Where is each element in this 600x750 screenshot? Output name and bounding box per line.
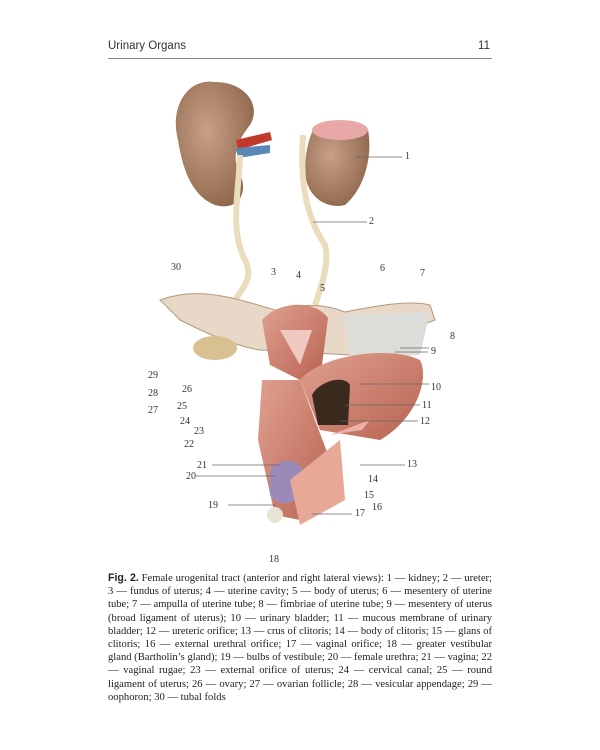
figure-label-27: 27 xyxy=(148,405,158,416)
figure-label-8: 8 xyxy=(450,331,455,342)
right-kidney xyxy=(305,121,370,206)
figure-label-19: 19 xyxy=(208,500,218,511)
figure-label-15: 15 xyxy=(364,490,374,501)
chapter-title: Urinary Organs xyxy=(108,40,186,52)
figure-label-11: 11 xyxy=(422,400,432,411)
figure-label-23: 23 xyxy=(194,426,204,437)
figure-label-12: 12 xyxy=(420,416,430,427)
figure-label-3: 3 xyxy=(271,267,276,278)
urogenital-drawing xyxy=(159,81,436,525)
page-number: 11 xyxy=(478,40,490,52)
figure-label-2: 2 xyxy=(369,216,374,227)
figure-label-26: 26 xyxy=(182,384,192,395)
figure-label-13: 13 xyxy=(407,459,417,470)
figure-label-17: 17 xyxy=(355,508,365,519)
figure-label-4: 4 xyxy=(296,270,301,281)
caption-text: Female urogenital tract (anterior and ri… xyxy=(108,573,492,703)
left-kidney xyxy=(175,81,254,207)
figure-label-18: 18 xyxy=(269,554,279,565)
figure-label-30: 30 xyxy=(171,262,181,273)
figure-label-14: 14 xyxy=(368,474,378,485)
figure-label-25: 25 xyxy=(177,401,187,412)
figure-label-29: 29 xyxy=(148,370,158,381)
figure-label-20: 20 xyxy=(186,471,196,482)
figure-label-28: 28 xyxy=(148,388,158,399)
figure-label-10: 10 xyxy=(431,382,441,393)
figure-label-16: 16 xyxy=(372,502,382,513)
running-header: Urinary Organs 11 xyxy=(108,40,492,59)
figure-caption: Fig. 2. Female urogenital tract (anterio… xyxy=(108,572,492,704)
figure-label-7: 7 xyxy=(420,268,425,279)
figure-label-1: 1 xyxy=(405,151,410,162)
figure-label-22: 22 xyxy=(184,439,194,450)
figure-label-21: 21 xyxy=(197,460,207,471)
figure-number: Fig. 2. xyxy=(108,572,139,584)
figure-label-24: 24 xyxy=(180,416,190,427)
figure-label-5: 5 xyxy=(320,283,325,294)
figure-label-9: 9 xyxy=(431,346,436,357)
figure-label-6: 6 xyxy=(380,263,385,274)
